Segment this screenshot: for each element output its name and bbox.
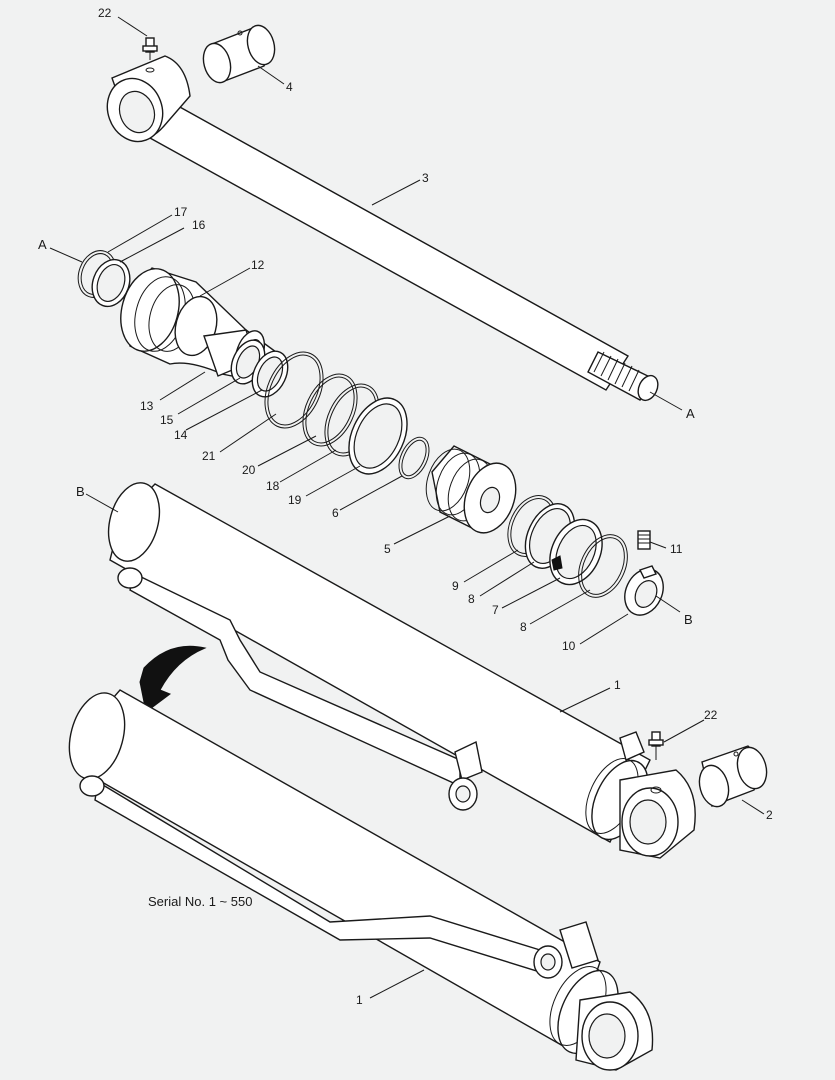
label-b-right: B [684,612,693,627]
label-2: 2 [766,808,773,822]
label-7: 7 [492,603,499,617]
label-17: 17 [174,205,188,219]
cylinder-tube-lower [68,689,654,1071]
piston [425,445,517,534]
label-4: 4 [286,80,293,94]
label-a-left: A [38,237,47,252]
set-screw-11 [637,530,651,550]
label-22-top: 22 [98,6,112,20]
cylinder-tube-upper [107,482,696,859]
rotation-arrow-icon [139,645,207,713]
ring-8-lower [578,534,628,598]
label-3: 3 [422,171,429,185]
label-13: 13 [140,399,154,413]
o-ring-20 [302,373,358,447]
label-15: 15 [160,413,174,427]
part-labels: 22 4 3 17 16 A 12 13 15 14 21 20 18 19 6… [38,6,773,1007]
label-11: 11 [670,542,683,556]
backup-ring-21 [264,351,324,429]
label-22-bottom: 22 [704,708,718,722]
bushing-bottom [698,745,768,808]
label-8-lower: 8 [520,620,527,634]
label-1-lower: 1 [356,993,363,1007]
leader-lines [49,16,765,999]
label-18: 18 [266,479,280,493]
label-a-right: A [686,406,695,421]
label-b-left: B [76,484,85,499]
label-16: 16 [192,218,206,232]
label-12: 12 [251,258,265,272]
nut-10 [624,565,664,616]
grease-nipple-top [142,37,158,60]
bushing-top [202,24,276,84]
label-9: 9 [452,579,459,593]
label-10: 10 [562,639,576,653]
serial-caption: Serial No. 1 ~ 550 [148,894,252,909]
label-14: 14 [174,428,188,442]
label-5: 5 [384,542,391,556]
grease-nipple-bottom [648,731,664,760]
label-21: 21 [202,449,216,463]
label-20: 20 [242,463,256,477]
label-8-upper: 8 [468,592,475,606]
label-6: 6 [332,506,339,520]
ring-19 [348,397,408,475]
seal-ring-14 [251,350,289,398]
seal-ring-16 [91,258,131,308]
ring-7 [549,518,603,586]
label-1-upper: 1 [614,678,621,692]
o-ring-6 [398,436,430,480]
label-19: 19 [288,493,302,507]
